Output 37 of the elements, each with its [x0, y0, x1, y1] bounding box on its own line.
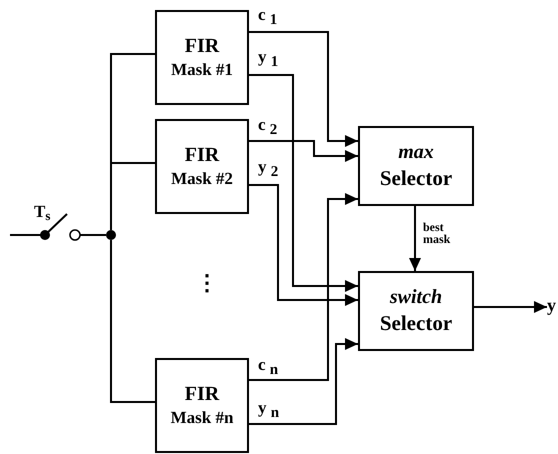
connector-line: [82, 234, 106, 236]
block-title: FIR: [184, 384, 220, 406]
block-subtitle: Mask #1: [171, 61, 233, 79]
selector-box: [358, 126, 474, 206]
connector-line: [110, 240, 155, 403]
block-subtitle: Mask #2: [171, 170, 233, 188]
block-title: switch: [390, 287, 442, 308]
process-box: [155, 358, 249, 453]
arrow: [409, 206, 421, 271]
edge-label: y $_{2}$: [258, 158, 278, 175]
output-label: y: [547, 296, 558, 316]
block-title: FIR: [184, 36, 220, 58]
edge-label: best mask: [423, 221, 452, 245]
edge-label: c $_{1}$: [258, 6, 278, 23]
block-title: max: [398, 142, 434, 164]
edge-label: y $_{n}$: [258, 399, 280, 416]
block-subtitle: Selector: [380, 312, 452, 335]
block-subtitle: Mask #n: [170, 409, 234, 427]
edge-label: c $_{n}$: [258, 356, 278, 373]
process-box: [155, 119, 249, 214]
arrow: [474, 301, 547, 313]
block-title: FIR: [184, 145, 220, 166]
block-subtitle: Selector: [380, 167, 452, 190]
arrow: [249, 140, 358, 162]
arrow: [249, 338, 358, 425]
edge-label: y $_{1}$: [258, 48, 278, 65]
arrow: [249, 74, 358, 292]
arrow: [249, 193, 358, 381]
connector-line: [10, 234, 34, 236]
switch-label: T$_{s}$: [34, 203, 50, 220]
connector-line: [110, 162, 155, 230]
arrow: [249, 184, 358, 306]
process-box: [155, 10, 249, 105]
selector-box: [358, 271, 474, 351]
arrow: [249, 31, 358, 147]
edge-label: c $_{2}$: [258, 116, 278, 133]
ellipsis-mark: ⋮: [196, 272, 218, 294]
